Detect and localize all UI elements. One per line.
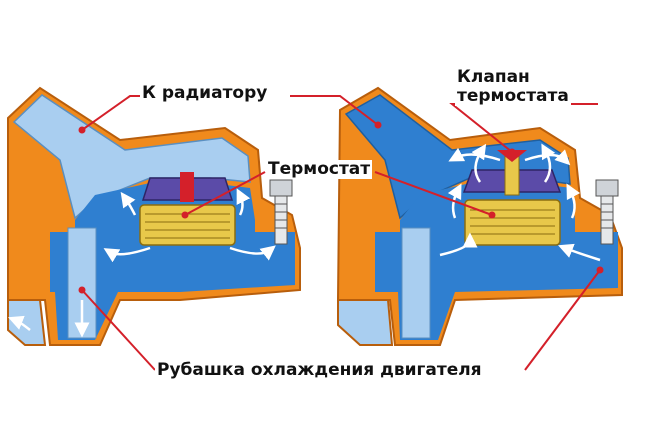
left-bottom-tank — [7, 299, 47, 346]
thermostat-icon — [462, 150, 562, 246]
flow-arrow-icon — [439, 143, 601, 262]
label-valve-line2: термостата — [455, 86, 571, 106]
flow-arrow-icon — [8, 188, 276, 338]
right-thermostat-unit-open — [336, 86, 623, 346]
thermostat-icon — [139, 172, 236, 246]
right-bottom-tank — [337, 299, 394, 346]
left-thermostat-unit-closed — [7, 86, 301, 346]
label-to-radiator: К радиатору — [140, 83, 270, 103]
right-jacket-channel — [375, 232, 618, 340]
label-thermostat: Термостат — [266, 159, 373, 179]
left-radiator-pipe — [12, 94, 251, 220]
pointer-dots — [78, 121, 604, 294]
label-valve-line1: Клапан — [455, 67, 532, 87]
bolt-icon — [595, 179, 619, 245]
label-cooling-jacket: Рубашка охлаждения двигателя — [155, 360, 484, 380]
right-bypass-duct — [401, 227, 431, 339]
bolt-icon — [269, 179, 293, 245]
